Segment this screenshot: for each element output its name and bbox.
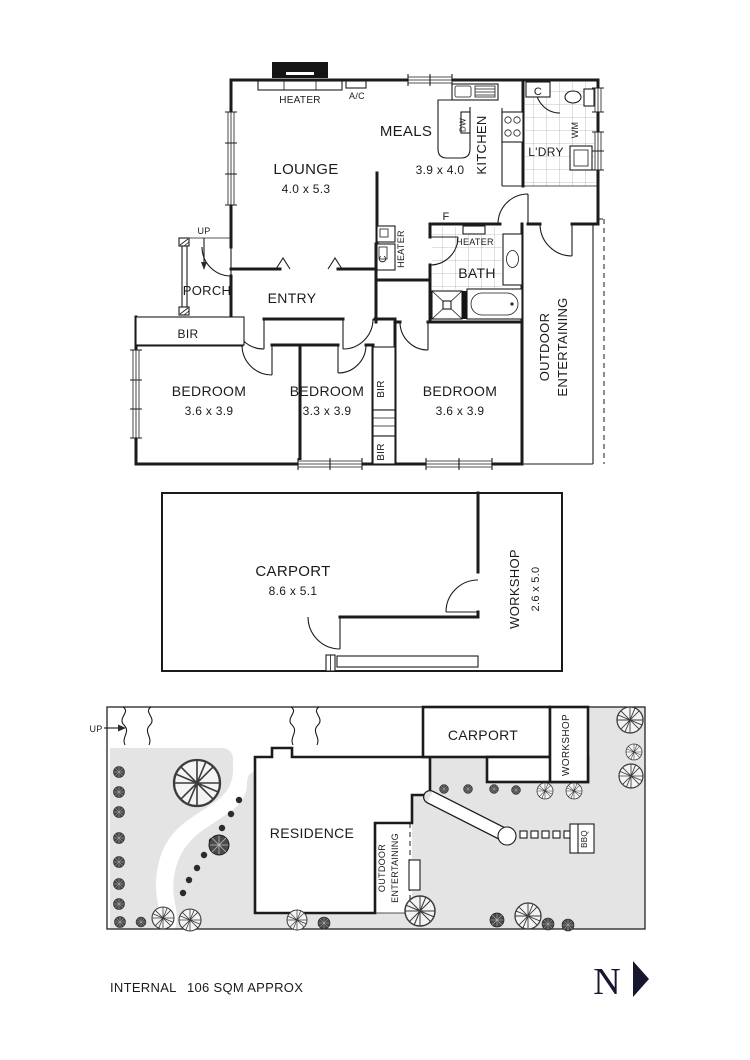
bed2-label: BEDROOM <box>290 383 364 399</box>
lounge-dims: 4.0 x 5.3 <box>282 182 331 196</box>
bir-label: BIR <box>178 327 199 341</box>
workshop-label: WORKSHOP <box>507 549 522 629</box>
porch-posts <box>178 237 231 316</box>
hall-heater-label: HEATER <box>396 230 406 268</box>
ac-unit <box>345 80 367 89</box>
laundry-label: L'DRY <box>528 145 564 159</box>
wm-label: WM <box>570 122 580 139</box>
bed3-dims: 3.6 x 3.9 <box>436 404 485 418</box>
site-carport-label: CARPORT <box>448 727 518 743</box>
window-lounge-left <box>225 111 237 206</box>
kitchen-label: KITCHEN <box>474 115 489 174</box>
lounge-label: LOUNGE <box>273 161 338 178</box>
bathtub <box>466 288 523 320</box>
outdoor-strip <box>522 218 605 465</box>
window-laundry-right-1 <box>592 87 604 113</box>
laundry-cupboard <box>525 81 551 98</box>
entry-label: ENTRY <box>268 290 317 306</box>
site-outdoor-label-1: OUTDOOR <box>377 844 387 892</box>
bir-robe-box <box>135 316 245 346</box>
bbq <box>569 823 595 854</box>
site-outdoor-label-2: ENTERTAINING <box>390 833 400 903</box>
toilet <box>564 88 595 107</box>
window-laundry-right-2 <box>592 131 604 171</box>
property-boundary <box>106 706 646 930</box>
garage-plan: CARPORT 8.6 x 5.1 WORKSHOP 2.6 x 5.0 <box>161 491 563 672</box>
outdoor-label-1: OUTDOOR <box>537 313 552 382</box>
outdoor-label-2: ENTERTAINING <box>555 297 570 396</box>
fireplace <box>257 62 343 91</box>
carport-label: CARPORT <box>255 563 330 580</box>
window-bed2-bottom <box>297 458 363 470</box>
laundry-cupboard-label: C <box>534 86 542 98</box>
site-plan: RESIDENCE CARPORT WORKSHOP OUTDOOR ENTER… <box>89 705 646 932</box>
site-workshop-label: WORKSHOP <box>561 714 572 776</box>
floor-plan: HEATER A/C LOUNGE 4.0 x 5.3 MEALS 3.9 x … <box>130 62 605 470</box>
residence-label: RESIDENCE <box>270 825 354 841</box>
fridge-label: F <box>442 211 449 223</box>
site-outdoor-strip <box>375 822 421 914</box>
ac-label: A/C <box>349 91 365 101</box>
north-letter: N <box>593 961 620 1003</box>
bed3-label: BEDROOM <box>423 383 497 399</box>
up-arrow-porch <box>201 238 207 270</box>
north-arrow-icon <box>633 961 649 997</box>
hall-cupboard-label: C <box>378 255 389 263</box>
kitchen-sink <box>451 83 499 101</box>
area-label: 106 SQM APPROX <box>187 980 303 995</box>
shower <box>431 290 467 320</box>
window-bed3-bottom <box>425 458 493 470</box>
doors <box>201 88 573 376</box>
cooktop <box>501 108 524 187</box>
bir-bottom-label: BIR <box>376 443 387 461</box>
windows <box>130 74 604 470</box>
site-labels: RESIDENCE CARPORT WORKSHOP OUTDOOR ENTER… <box>89 714 589 903</box>
up-label: UP <box>197 226 210 236</box>
bath-heater-unit <box>462 225 486 235</box>
vanity <box>502 233 523 286</box>
bbq-label: BBQ <box>580 830 589 848</box>
bir-column <box>372 346 396 465</box>
floor-plan-labels: HEATER A/C LOUNGE 4.0 x 5.3 MEALS 3.9 x … <box>172 86 580 461</box>
bath-heater-label: HEATER <box>456 237 494 247</box>
window-bed1-left <box>130 349 142 439</box>
heater-label: HEATER <box>279 95 321 106</box>
bir-top-label: BIR <box>376 380 387 398</box>
workshop-dims: 2.6 x 5.0 <box>530 567 542 612</box>
kitchen-bench <box>437 99 471 159</box>
laundry-trough <box>569 145 593 171</box>
bath-label: BATH <box>458 265 496 281</box>
window-meals-top <box>407 74 453 86</box>
rear-path-area <box>255 913 412 929</box>
fixtures <box>135 62 595 465</box>
clothesline <box>423 790 517 846</box>
dw-label: DW <box>459 118 468 132</box>
site-up-label: UP <box>89 724 102 734</box>
porch-label: PORCH <box>183 283 231 298</box>
footer: INTERNAL 106 SQM APPROX N <box>110 961 649 1003</box>
garage-labels: CARPORT 8.6 x 5.1 WORKSHOP 2.6 x 5.0 <box>255 549 542 629</box>
internal-label: INTERNAL <box>110 980 177 995</box>
north-indicator: N <box>593 961 649 1003</box>
carport-dims: 8.6 x 5.1 <box>269 584 318 598</box>
meals-dims: 3.9 x 4.0 <box>416 163 465 177</box>
bed2-dims: 3.3 x 3.9 <box>303 404 352 418</box>
bed1-dims: 3.6 x 3.9 <box>185 404 234 418</box>
site-up-arrow <box>104 724 126 732</box>
meals-label: MEALS <box>380 123 432 140</box>
bed1-label: BEDROOM <box>172 383 246 399</box>
hall-heater-unit <box>376 225 396 271</box>
paving-stones <box>519 830 572 839</box>
site-carport-workshop <box>421 705 590 784</box>
